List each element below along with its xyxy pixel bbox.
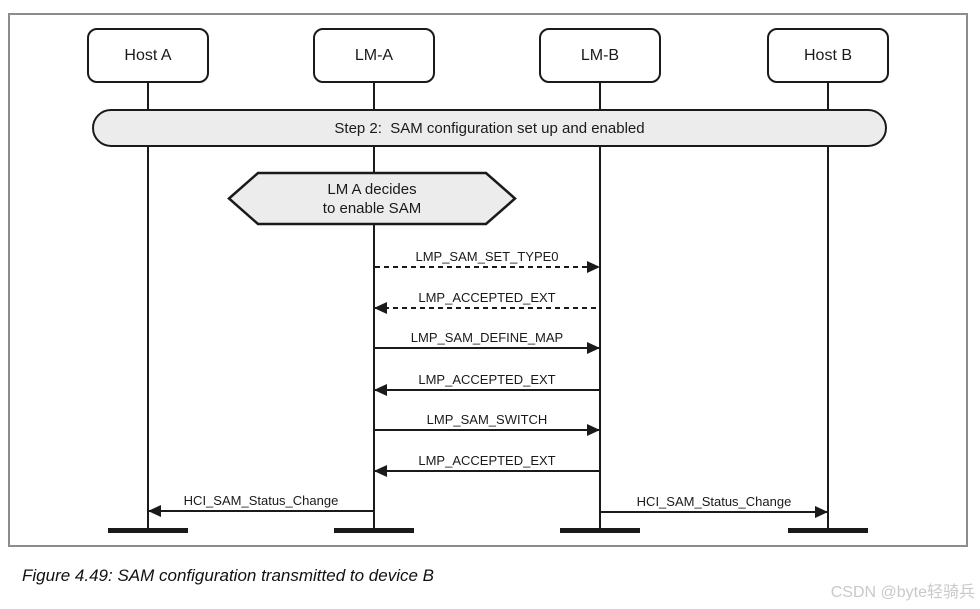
message-lmp-sam-switch: LMP_SAM_SWITCH (375, 412, 600, 436)
message-label: LMP_SAM_DEFINE_MAP (410, 330, 564, 345)
message-label: HCI_SAM_Status_Change (183, 493, 339, 508)
message-lmp-sam-define-map: LMP_SAM_DEFINE_MAP (375, 330, 600, 354)
arrowhead-left-icon (374, 302, 387, 314)
actor-label: Host A (124, 46, 172, 64)
arrowhead-left-icon (148, 505, 161, 517)
message-arrow-line (375, 342, 600, 354)
arrowhead-right-icon (815, 506, 828, 518)
message-arrow-line (375, 424, 600, 436)
message-label: LMP_SAM_SET_TYPE0 (415, 249, 559, 264)
actor-label: LM-B (580, 46, 620, 64)
lifeline-end-bar-lm-a (334, 528, 414, 533)
step-banner: Step 2: SAM configuration set up and ena… (92, 109, 887, 147)
decision-hexagon: LM A decides to enable SAM (227, 171, 517, 226)
arrowhead-right-icon (587, 342, 600, 354)
message-label: LMP_SAM_SWITCH (426, 412, 548, 427)
lifeline-host-b (827, 82, 829, 531)
diagram-border (8, 13, 968, 547)
message-hci-sam-status-change-a: HCI_SAM_Status_Change (148, 493, 373, 517)
message-arrow-line (374, 302, 599, 314)
message-lmp-accepted-ext-1: LMP_ACCEPTED_EXT (374, 290, 599, 314)
message-arrow-line (374, 384, 599, 396)
message-hci-sam-status-change-b: HCI_SAM_Status_Change (601, 494, 828, 518)
csdn-watermark: CSDN @byte轻骑兵 (830, 584, 975, 601)
decision-line-2: to enable SAM (322, 199, 422, 217)
arrowhead-left-icon (374, 465, 387, 477)
message-arrow-line (601, 506, 828, 518)
hexagon-shape-icon (227, 171, 517, 226)
message-label: HCI_SAM_Status_Change (636, 494, 792, 509)
lifeline-end-bar-lm-b (560, 528, 640, 533)
message-lmp-accepted-ext-2: LMP_ACCEPTED_EXT (374, 372, 599, 396)
arrowhead-right-icon (587, 424, 600, 436)
message-lmp-sam-set-type0: LMP_SAM_SET_TYPE0 (375, 249, 600, 273)
decision-line-1: LM A decides (327, 180, 417, 198)
actor-box-host-b: Host B (767, 28, 889, 83)
message-label: LMP_ACCEPTED_EXT (418, 290, 556, 305)
message-label: LMP_ACCEPTED_EXT (418, 372, 556, 387)
actor-label: Host B (803, 46, 852, 64)
arrowhead-left-icon (374, 384, 387, 396)
step-banner-label: Step 2: SAM configuration set up and ena… (334, 119, 645, 137)
message-lmp-accepted-ext-3: LMP_ACCEPTED_EXT (374, 453, 599, 477)
message-arrow-line (375, 261, 600, 273)
actor-box-lm-b: LM-B (539, 28, 661, 83)
message-arrow-line (374, 465, 599, 477)
actor-box-host-a: Host A (87, 28, 209, 83)
lifeline-host-a (147, 82, 149, 531)
arrowhead-right-icon (587, 261, 600, 273)
actor-box-lm-a: LM-A (313, 28, 435, 83)
lifeline-lm-b (599, 82, 601, 531)
figure-caption: Figure 4.49: SAM configuration transmitt… (22, 566, 434, 585)
message-arrow-line (148, 505, 373, 517)
actor-label: LM-A (354, 46, 394, 64)
message-label: LMP_ACCEPTED_EXT (418, 453, 556, 468)
lifeline-end-bar-host-a (108, 528, 188, 533)
decision-text: LM A decides to enable SAM (227, 171, 517, 226)
lifeline-end-bar-host-b (788, 528, 868, 533)
